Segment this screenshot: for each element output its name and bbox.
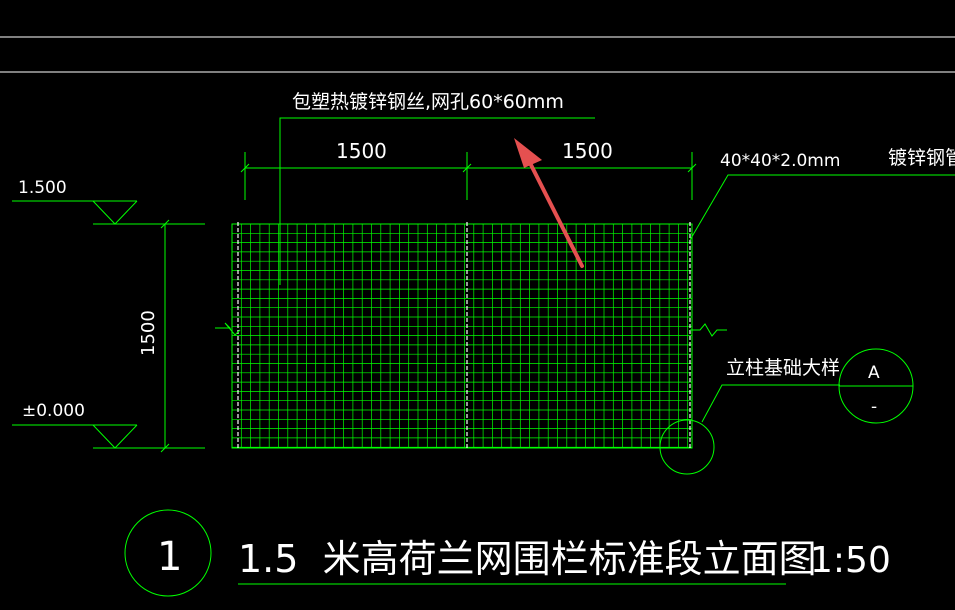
detail-reference-bottom: - [871,397,877,417]
post-spec-leader [689,174,955,241]
annotation-arrow [514,138,584,268]
drawing-title: 1.5 米高荷兰网围栏标准段立面图 [238,537,817,581]
elevation-bottom-label: ±0.000 [22,401,85,421]
post-spec-label: 40*40*2.0mm [720,151,840,171]
break-symbol-right [690,323,727,337]
height-dimension-label: 1500 [138,310,159,356]
mesh-note-leader [279,117,595,285]
detail-reference-top: A [868,363,880,383]
post-material-label: 镀锌钢管 [888,147,955,169]
mesh-frame [231,223,693,449]
drawing-scale: 1:50 [810,540,891,581]
elevation-bottom-triangle [92,424,138,449]
foundation-detail-leader [701,384,840,423]
top-dimension [240,152,697,200]
elevation-top-triangle [92,200,138,225]
height-dimension [160,219,170,453]
foundation-detail-circle [659,419,715,475]
break-symbol-left [215,322,241,336]
wire-mesh-panel [231,223,692,448]
mesh-note-label: 包塑热镀锌钢丝,网孔60*60mm [292,91,564,113]
dimension-span-left: 1500 [336,139,387,163]
drawing-number: 1 [157,534,182,580]
dimension-span-right: 1500 [562,139,613,163]
elevation-top-label: 1.500 [18,178,67,198]
foundation-detail-label: 立柱基础大样 [726,357,840,379]
drawing-number-circle [124,509,212,597]
